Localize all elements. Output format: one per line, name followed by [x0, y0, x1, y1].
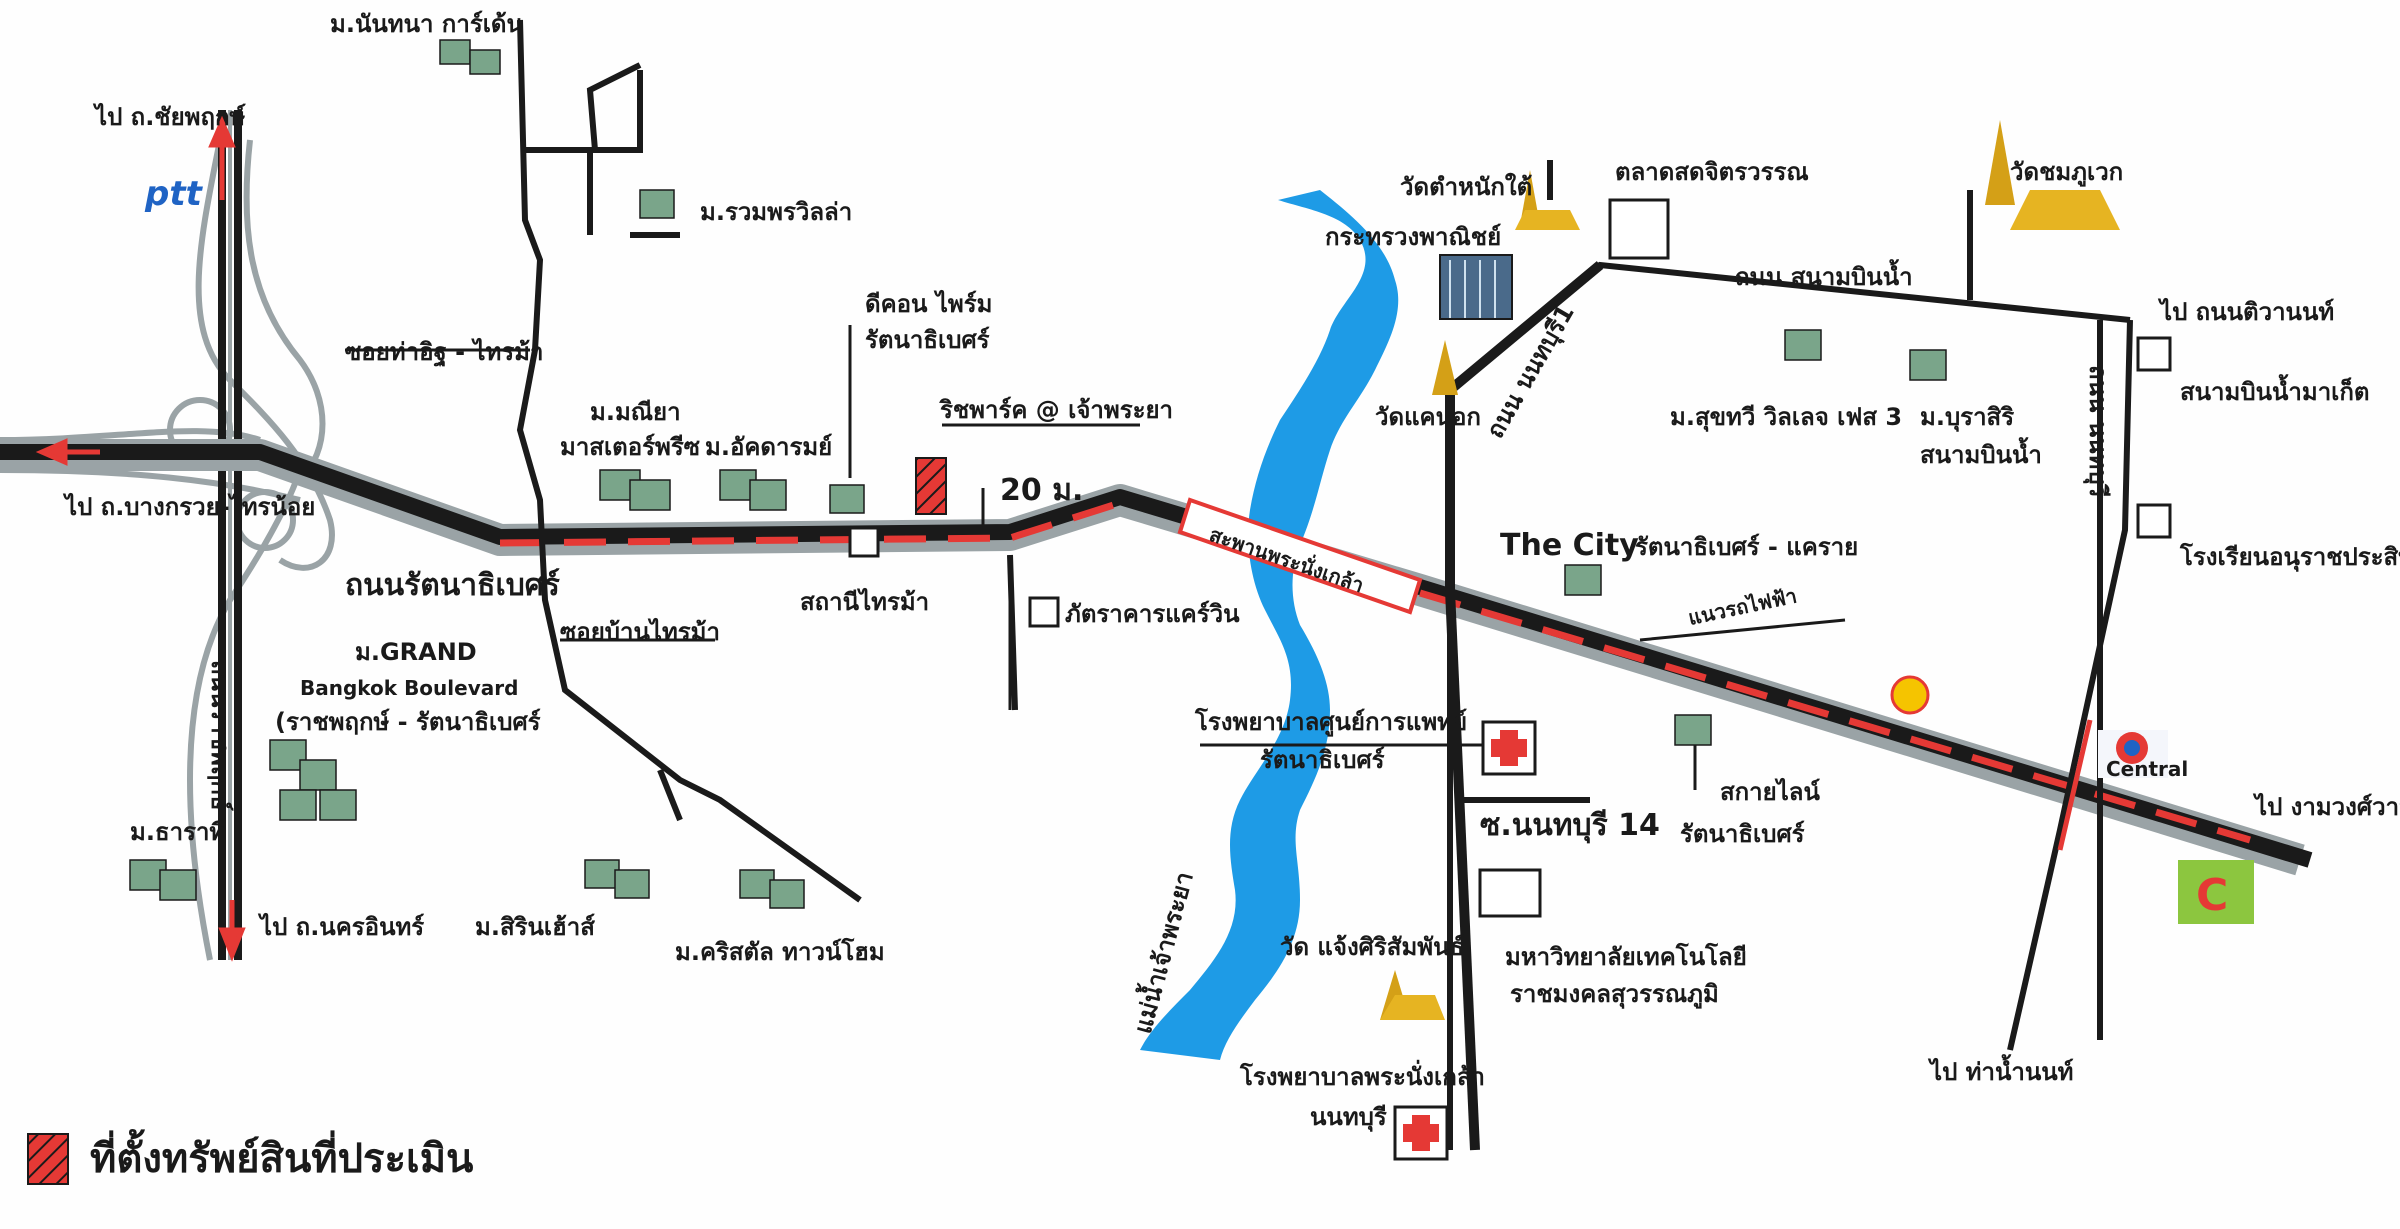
legend-swatch	[27, 1133, 69, 1185]
label-dcondo-1: ดีคอน ไพร์ม	[865, 289, 992, 318]
map-labels: ไป ถ.ชัยพฤกษ์ ไป ถ.บางกรวย-ไทรน้อย ไป ถ.…	[62, 10, 2400, 1133]
direction-arrows	[35, 115, 246, 962]
purple-line-route	[499, 499, 2251, 844]
label-soi-ban-sai-ma: ซอยบ้านไทรม้า	[560, 617, 720, 646]
label-hospital-2: รัตนาธิเบศร์	[1260, 746, 1385, 774]
legend: ที่ตั้งทรัพย์สินที่ประเมิน	[27, 1129, 473, 1185]
label-to-chaiyaphruek: ไป ถ.ชัยพฤกษ์	[92, 102, 246, 131]
label-to-tiwanon: ไป ถนนติวานนท์	[2157, 297, 2334, 326]
label-manisha-1: ม.มณียา	[590, 398, 681, 426]
pointer-lines	[345, 325, 1846, 790]
temple-icon	[1432, 340, 1458, 395]
ptt-logo: ptt	[144, 174, 204, 214]
label-hospital-1: โรงพยาบาลศูนย์การแพทย์	[1194, 707, 1467, 737]
shell-station-icon	[1890, 675, 1930, 715]
label-richpark: ริชพาร์ค @ เจ้าพระยา	[939, 396, 1173, 424]
hospital-icon	[1393, 1105, 1449, 1161]
label-rattanathibet-road: ถนนรัตนาธิเบศร์	[345, 568, 560, 603]
label-nonthaburi-road: ถนน นนทบุรี	[2082, 365, 2112, 498]
building-icon	[1439, 254, 1513, 320]
label-wat-khae-nok: วัดแคนอก	[1375, 403, 1481, 431]
label-sanambin-market: สนามบินน้ำมาเก็ต	[2180, 373, 2370, 406]
temple-icon	[1985, 120, 2120, 230]
label-commerce-ministry: กระทรวงพาณิชย์	[1325, 223, 1501, 251]
label-skyline-1: สกายไลน์	[1720, 777, 1820, 806]
label-wat-chaeng: วัด แจ้งศิริสัมพันธ์	[1280, 933, 1464, 961]
label-distance: 20 ม.	[1000, 473, 1083, 508]
hospital-icon	[1481, 720, 1537, 776]
central-logo: Central	[2098, 730, 2188, 781]
label-rmutsb-1: มหาวิทยาลัยเทคโนโลยี	[1505, 942, 1747, 971]
label-sirin-house: ม.สิรินเฮ้าส์	[475, 913, 595, 941]
label-soi-nonthaburi-14: ซ.นนทบุรี 14	[1480, 808, 1660, 844]
label-purple-line: แนวรถไฟฟ้า	[1686, 583, 1799, 629]
rattanathibet-road	[0, 439, 2313, 876]
label-pnk-hospital-1: โรงพยาบาลพระนั่งเกล้า	[1239, 1059, 1485, 1091]
label-grand-3: (ราชพฤกษ์ - รัตนาธิเบศร์	[275, 708, 541, 736]
label-grand-2: Bangkok Boulevard	[300, 676, 518, 700]
label-skyline-2: รัตนาธิเบศร์	[1680, 820, 1805, 848]
nonthaburi1-road-south	[1445, 589, 1480, 1151]
label-grand-1: ม.GRAND	[355, 638, 477, 666]
legend-text: ที่ตั้งทรัพย์สินที่ประเมิน	[90, 1129, 473, 1182]
label-pnk-hospital-2: นนทบุรี	[1310, 1103, 1387, 1133]
label-restaurant: ภัตราคารแคร์วิน	[1065, 600, 1240, 628]
label-attharom: ม.อัคดารมย์	[705, 433, 832, 461]
chao-phraya-river	[1140, 190, 1399, 1060]
label-sanambinnam-road: ถนน สนามบินน้ำ	[1735, 258, 1913, 291]
label-burasiri-2: สนามบินน้ำ	[1920, 436, 2042, 469]
label-anuraj-school: โรงเรียนอนุราชประสิทธิ์	[2179, 539, 2400, 573]
label-burasiri-1: ม.บุราสิริ	[1920, 403, 2014, 433]
temple-icon	[1515, 170, 1580, 230]
house-icon	[129, 39, 1947, 909]
label-suchaya: ม.สุขทวี วิลเลจ เฟส 3	[1670, 403, 1902, 433]
phra-nang-klao-bridge	[1177, 497, 1423, 615]
label-ruamporn-villa: ม.รวมพรวิลล่า	[700, 198, 852, 226]
label-ratchaphruek-road: ถนนราชพฤกษ์	[206, 660, 234, 811]
label-to-tha-nam-non: ไป ท่าน้ำนนท์	[1927, 1053, 2073, 1086]
property-marker	[915, 457, 947, 515]
nonthaburi-road-rail-crossing	[2057, 719, 2093, 851]
label-to-ngamwongwan: ไป งามวงศ์วาน	[2252, 792, 2400, 821]
svg-text:C: C	[2196, 870, 2228, 921]
label-wat-tamnak-tai: วัดตำหนักใต้	[1400, 172, 1532, 201]
label-dcondo-2: รัตนาธิเบศร์	[865, 326, 990, 354]
label-sai-ma-station: สถานีไทรม้า	[800, 587, 929, 616]
label-nanthana-garden: ม.นันทนา การ์เด้น	[330, 10, 523, 38]
big-c-logo: C	[2178, 860, 2254, 924]
label-crystal: ม.คริสตัล ทาวน์โฮม	[675, 937, 885, 966]
label-manisha-2: มาสเตอร์พรีซ	[560, 433, 700, 461]
label-fresh-market: ตลาดสดจิตรวรรณ	[1615, 158, 1809, 186]
label-tharathi: ม.ธาราที	[130, 818, 225, 846]
label-to-bangkruai: ไป ถ.บางกรวย-ไทรน้อย	[62, 492, 315, 521]
label-soi-tha-it: ซอยท่าอิฐ - ไทรม้า	[345, 337, 543, 368]
ratchaphruek-road	[218, 110, 242, 960]
svg-text:Central: Central	[2106, 757, 2188, 781]
label-the-city: The City	[1500, 528, 1639, 563]
label-wat-chomphuwek: วัดชมภูเวก	[2010, 158, 2123, 187]
label-the-city-sub: รัตนาธิเบศร์ - แคราย	[1635, 533, 1858, 561]
label-to-nakhon-in: ไป ถ.นครอินทร์	[257, 912, 424, 941]
nonthaburi-road	[2007, 319, 2133, 1051]
label-rmutsb-2: ราชมงคลสุวรรณภูมิ	[1510, 980, 1719, 1010]
temple-icon	[1380, 970, 1445, 1020]
landmark-boxes	[848, 198, 2172, 918]
